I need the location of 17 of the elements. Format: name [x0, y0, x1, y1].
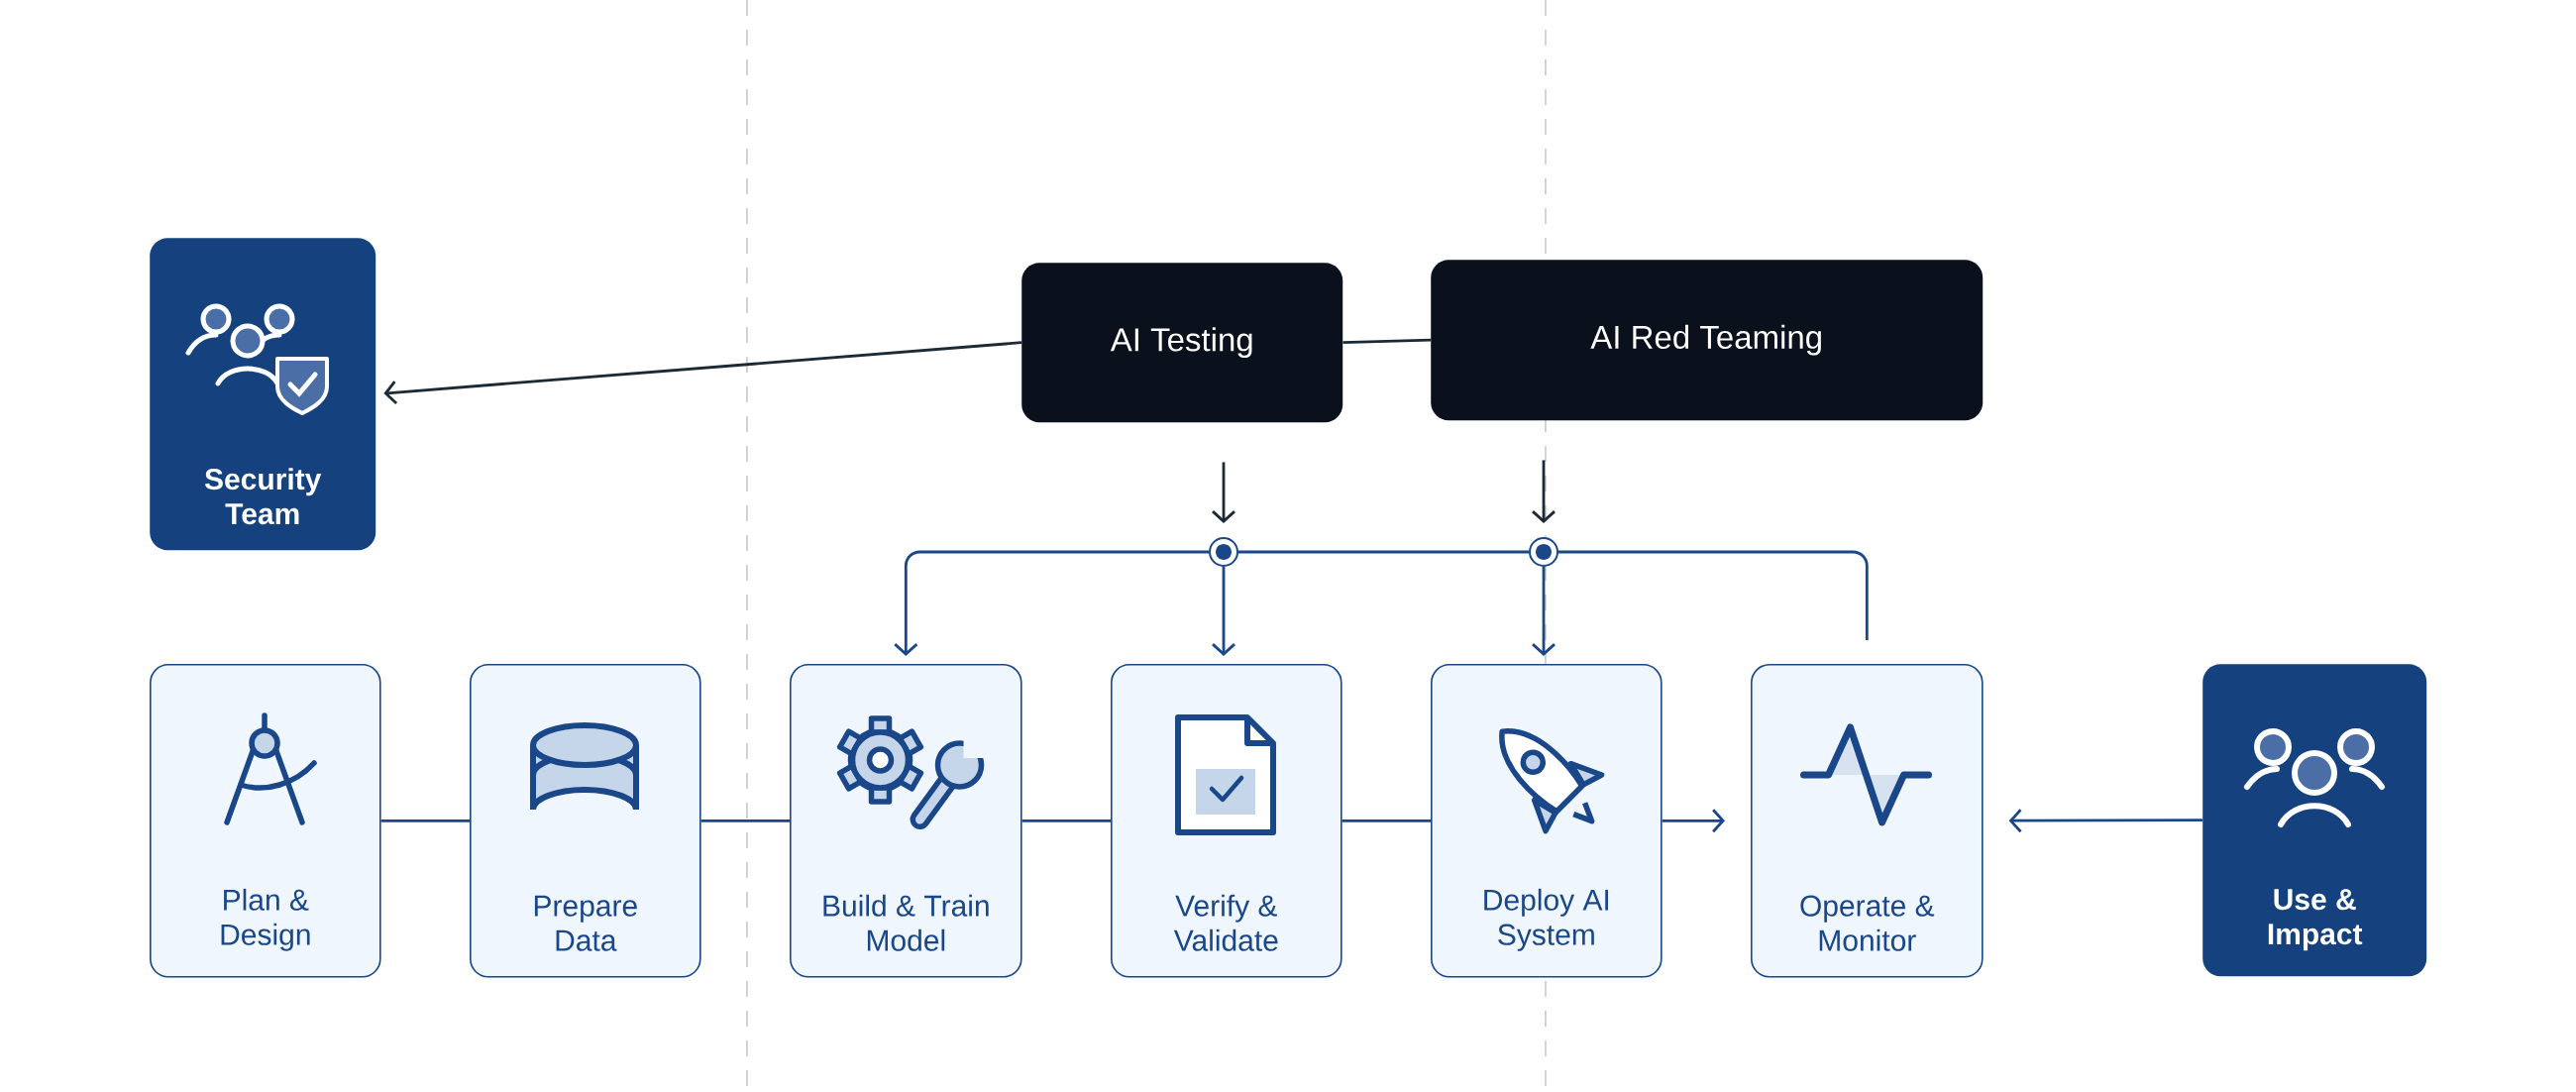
connector-arrow: [1212, 567, 1235, 656]
connector-arrow: [1662, 809, 1725, 833]
stage-box: Deploy AI System: [1431, 664, 1663, 978]
service-box: AI Red Teaming: [1431, 260, 1984, 421]
actor-box: Security Team: [150, 238, 376, 551]
connector-arrow: [1532, 567, 1556, 656]
connector-arrow: [2008, 809, 2203, 833]
actor-box: Use & Impact: [2202, 664, 2427, 977]
connector-arrow: [1532, 460, 1556, 523]
connector-arrow: [894, 550, 1209, 656]
junction-dot: [1209, 537, 1238, 567]
service-box: AI Testing: [1021, 263, 1343, 423]
stage-box: Operate & Monitor: [1751, 664, 1984, 978]
junction-dot: [1529, 537, 1558, 567]
connector-arrow: [383, 341, 1022, 405]
connector-arrow: [1212, 462, 1235, 523]
stage-box: Plan & Design: [150, 664, 381, 978]
